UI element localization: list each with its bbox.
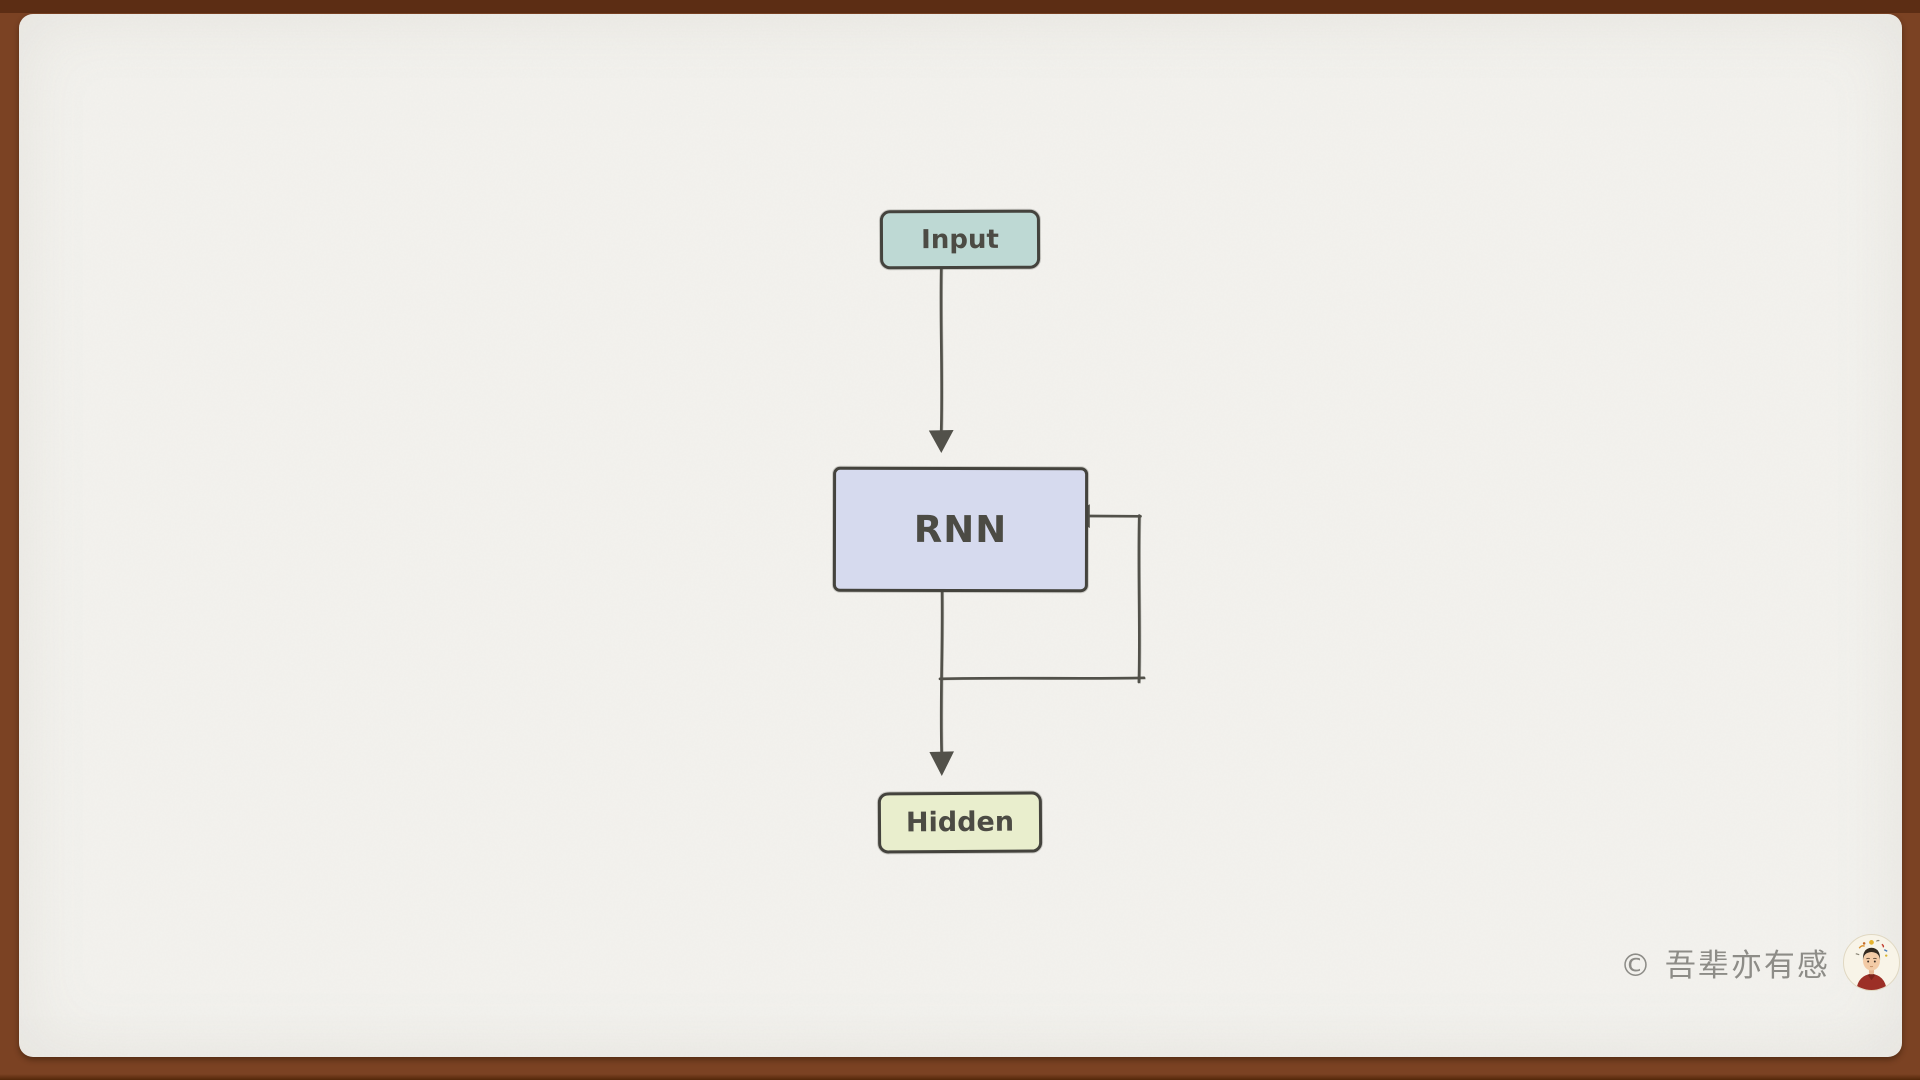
watermark: © 吾辈亦有感 bbox=[1620, 933, 1900, 991]
node-rnn-label: RNN bbox=[913, 507, 1008, 552]
author-avatar bbox=[1842, 933, 1900, 991]
node-hidden-label: Hidden bbox=[905, 806, 1015, 839]
node-input: Input bbox=[879, 209, 1041, 270]
node-rnn: RNN bbox=[832, 466, 1089, 593]
avatar-doodles bbox=[1855, 939, 1888, 957]
node-hidden: Hidden bbox=[877, 791, 1043, 854]
copyright-text: © 吾辈亦有感 bbox=[1620, 947, 1830, 984]
paper-canvas: Input RNN Hidden © 吾辈亦有感 bbox=[19, 14, 1902, 1057]
avatar-person bbox=[1856, 947, 1887, 990]
author-avatar-icon bbox=[1855, 939, 1888, 990]
node-input-label: Input bbox=[921, 224, 999, 255]
